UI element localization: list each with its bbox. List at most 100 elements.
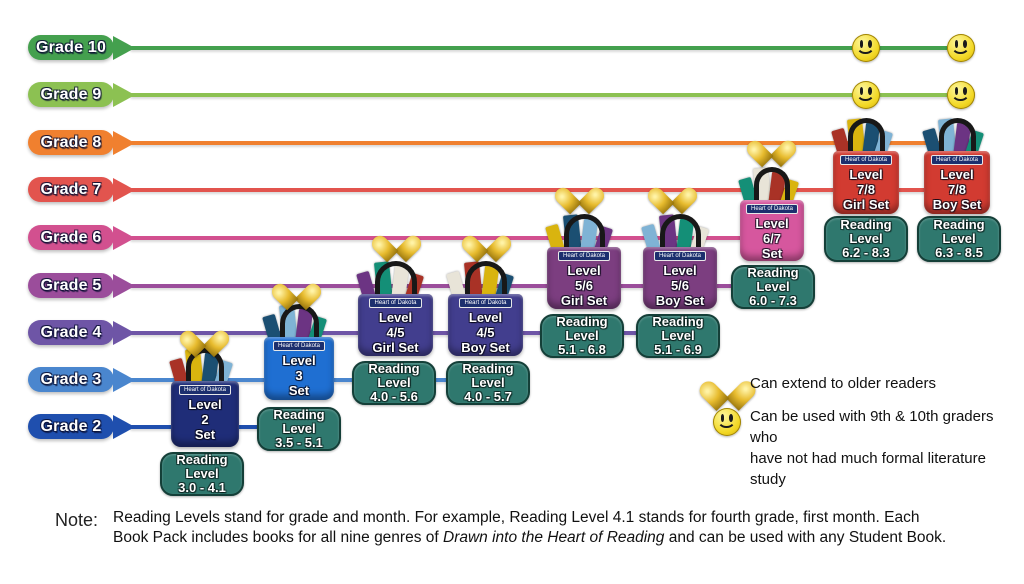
brand-label: Heart of Dakota: [653, 251, 707, 261]
reading-level-line: Reading: [273, 407, 325, 422]
smiley-icon: [852, 34, 880, 62]
note-line2-post: and can be used with any Student Book.: [664, 528, 947, 546]
legend-smiley-text-line2: have not had much formal literature stud…: [750, 450, 986, 488]
legend-heart-text: Can extend to older readers: [750, 375, 936, 392]
bag-label-line: 5/6: [670, 278, 690, 293]
bag-label-line: Level: [849, 167, 883, 182]
reading-level-line: Level: [942, 231, 976, 246]
bag-handle-icon: [939, 118, 976, 154]
bag-handle-icon: [660, 214, 701, 250]
smiley-mouth: [951, 83, 970, 102]
bag-label-line: 4/5: [476, 325, 495, 340]
reading-level-line: Reading: [652, 314, 704, 329]
grade-9-label: Grade 9: [40, 85, 102, 103]
bag-label-line: Level: [378, 310, 413, 325]
reading-level-line: 6.0 - 7.3: [749, 293, 797, 308]
bag-handle-icon: [465, 261, 507, 297]
reading-level-line: 5.1 - 6.8: [558, 342, 606, 357]
grade-7-label: Grade 7: [40, 180, 102, 198]
smiley-mouth: [856, 83, 875, 102]
reading-level-line: Level: [282, 421, 316, 436]
grade-3-pill: Grade 3: [28, 367, 114, 392]
bag-label-line: Level: [663, 263, 697, 278]
brand-label: Heart of Dakota: [557, 251, 611, 261]
grade-10-pill: Grade 10: [28, 35, 114, 60]
reading-level-line: Level: [565, 328, 599, 343]
bag-handle-icon: [186, 348, 224, 384]
bag-label-line: 3: [295, 368, 303, 383]
grade-5-pill: Grade 5: [28, 273, 114, 298]
grade-4-label: Grade 4: [40, 323, 102, 341]
reading-level-line: Reading: [368, 361, 420, 376]
grade-10-line: [130, 46, 961, 50]
bag-label-line: Set: [194, 427, 216, 442]
bag-label-line: Level: [188, 397, 222, 412]
bag-label-line: 5/6: [574, 278, 594, 293]
bag-label-line: 7/8: [856, 182, 876, 197]
brand-label: Heart of Dakota: [930, 155, 984, 165]
note-line2: Book Pack includes books for all nine ge…: [113, 529, 946, 546]
smiley-mouth: [856, 36, 875, 55]
reading-level-line: Reading: [933, 217, 985, 232]
brand-label: Heart of Dakota: [459, 298, 512, 308]
heart-icon: [756, 130, 786, 157]
bag-handle-icon: [848, 118, 885, 154]
reading-level-line: Level: [661, 328, 695, 343]
bag-label-line: Girl Set: [560, 293, 608, 308]
grade-7-pill: Grade 7: [28, 177, 114, 202]
heart-icon: [381, 225, 411, 252]
bag-handle-icon: [375, 261, 417, 297]
legend-smiley-text: Can be used with 9th & 10th graders who …: [750, 406, 1024, 490]
reading-level-line: Reading: [462, 361, 514, 376]
heart-icon: [281, 273, 311, 300]
reading-level-line: Level: [849, 231, 883, 246]
brand-label: Heart of Dakota: [839, 155, 893, 165]
grade-7-line: [130, 188, 950, 192]
reading-level-line: 4.0 - 5.7: [464, 389, 512, 404]
bag-label-line: Boy Set: [461, 340, 510, 355]
heart-icon: [189, 320, 219, 347]
reading-level-line: 4.0 - 5.6: [370, 389, 418, 404]
bag-label-line: Level: [468, 310, 503, 325]
reading-level-line: Level: [377, 375, 411, 390]
legend-smiley-text-line1: Can be used with 9th & 10th graders who: [750, 408, 994, 446]
grade-6-label: Grade 6: [40, 228, 102, 246]
grade-8-label: Grade 8: [40, 133, 102, 151]
heart-icon: [564, 177, 594, 204]
note-label: Note:: [55, 510, 99, 530]
bag-label-line: Level: [567, 263, 601, 278]
reading-level-line: Reading: [747, 265, 799, 280]
smiley-icon: [852, 81, 880, 109]
bag-label-line: Set: [761, 246, 783, 261]
brand-label: Heart of Dakota: [178, 385, 232, 395]
smiley-mouth: [717, 410, 736, 429]
bag-label-line: 4/5: [386, 325, 405, 340]
grade-5-label: Grade 5: [40, 276, 102, 294]
bag-label-line: Level: [755, 216, 789, 231]
grade-6-pill: Grade 6: [28, 225, 114, 250]
note-line2-title: Drawn into the Heart of Reading: [443, 528, 665, 546]
legend-smiley-icon: [713, 408, 741, 436]
bag-label-line: Girl Set: [842, 197, 890, 212]
bag-handle-icon: [754, 167, 790, 203]
note-line1: Reading Levels stand for grade and month…: [113, 509, 920, 526]
